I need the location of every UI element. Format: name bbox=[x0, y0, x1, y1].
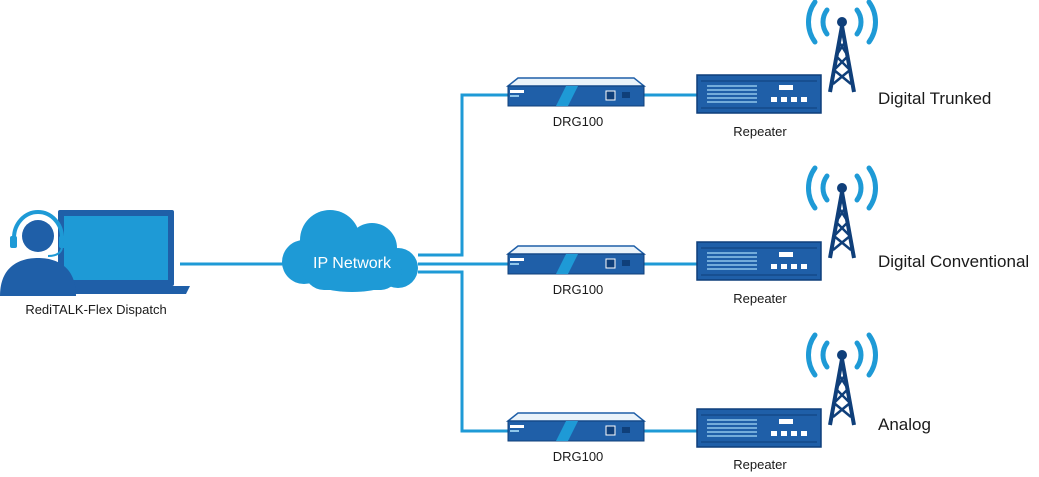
system-label: Digital Conventional bbox=[878, 252, 1029, 271]
system-label: Digital Trunked bbox=[878, 89, 991, 108]
repeater-device bbox=[696, 241, 822, 281]
radio-tower-icon bbox=[808, 2, 909, 92]
repeater-label: Repeater bbox=[733, 457, 787, 472]
gateway-device bbox=[507, 245, 645, 275]
network-label: IP Network bbox=[313, 255, 392, 272]
branch-1: DRG100 Repeater Digital Trunked bbox=[507, 2, 991, 139]
gateway-device bbox=[507, 412, 645, 442]
radio-tower-icon bbox=[808, 168, 909, 258]
headset-laptop-icon bbox=[0, 210, 190, 296]
radio-tower-icon bbox=[808, 335, 909, 425]
repeater-device bbox=[696, 74, 822, 114]
link-network-to-drg-3 bbox=[418, 270, 508, 433]
repeater-label: Repeater bbox=[733, 291, 787, 306]
gateway-label: DRG100 bbox=[553, 114, 604, 129]
gateway-device bbox=[507, 77, 645, 107]
repeater-device bbox=[696, 408, 822, 448]
branch-3: DRG100 Repeater Analog bbox=[507, 335, 931, 472]
ip-network: IP Network bbox=[282, 210, 418, 292]
link-network-to-drg-1 bbox=[418, 93, 508, 257]
connections bbox=[180, 93, 697, 433]
dispatch-label: RediTALK-Flex Dispatch bbox=[25, 302, 166, 317]
gateway-label: DRG100 bbox=[553, 282, 604, 297]
cloud-icon bbox=[282, 210, 418, 292]
dispatch-console: RediTALK-Flex Dispatch bbox=[0, 210, 190, 317]
system-label: Analog bbox=[878, 415, 931, 434]
repeater-label: Repeater bbox=[733, 124, 787, 139]
branch-2: DRG100 Repeater Digital Conventional bbox=[507, 168, 1029, 306]
gateway-label: DRG100 bbox=[553, 449, 604, 464]
